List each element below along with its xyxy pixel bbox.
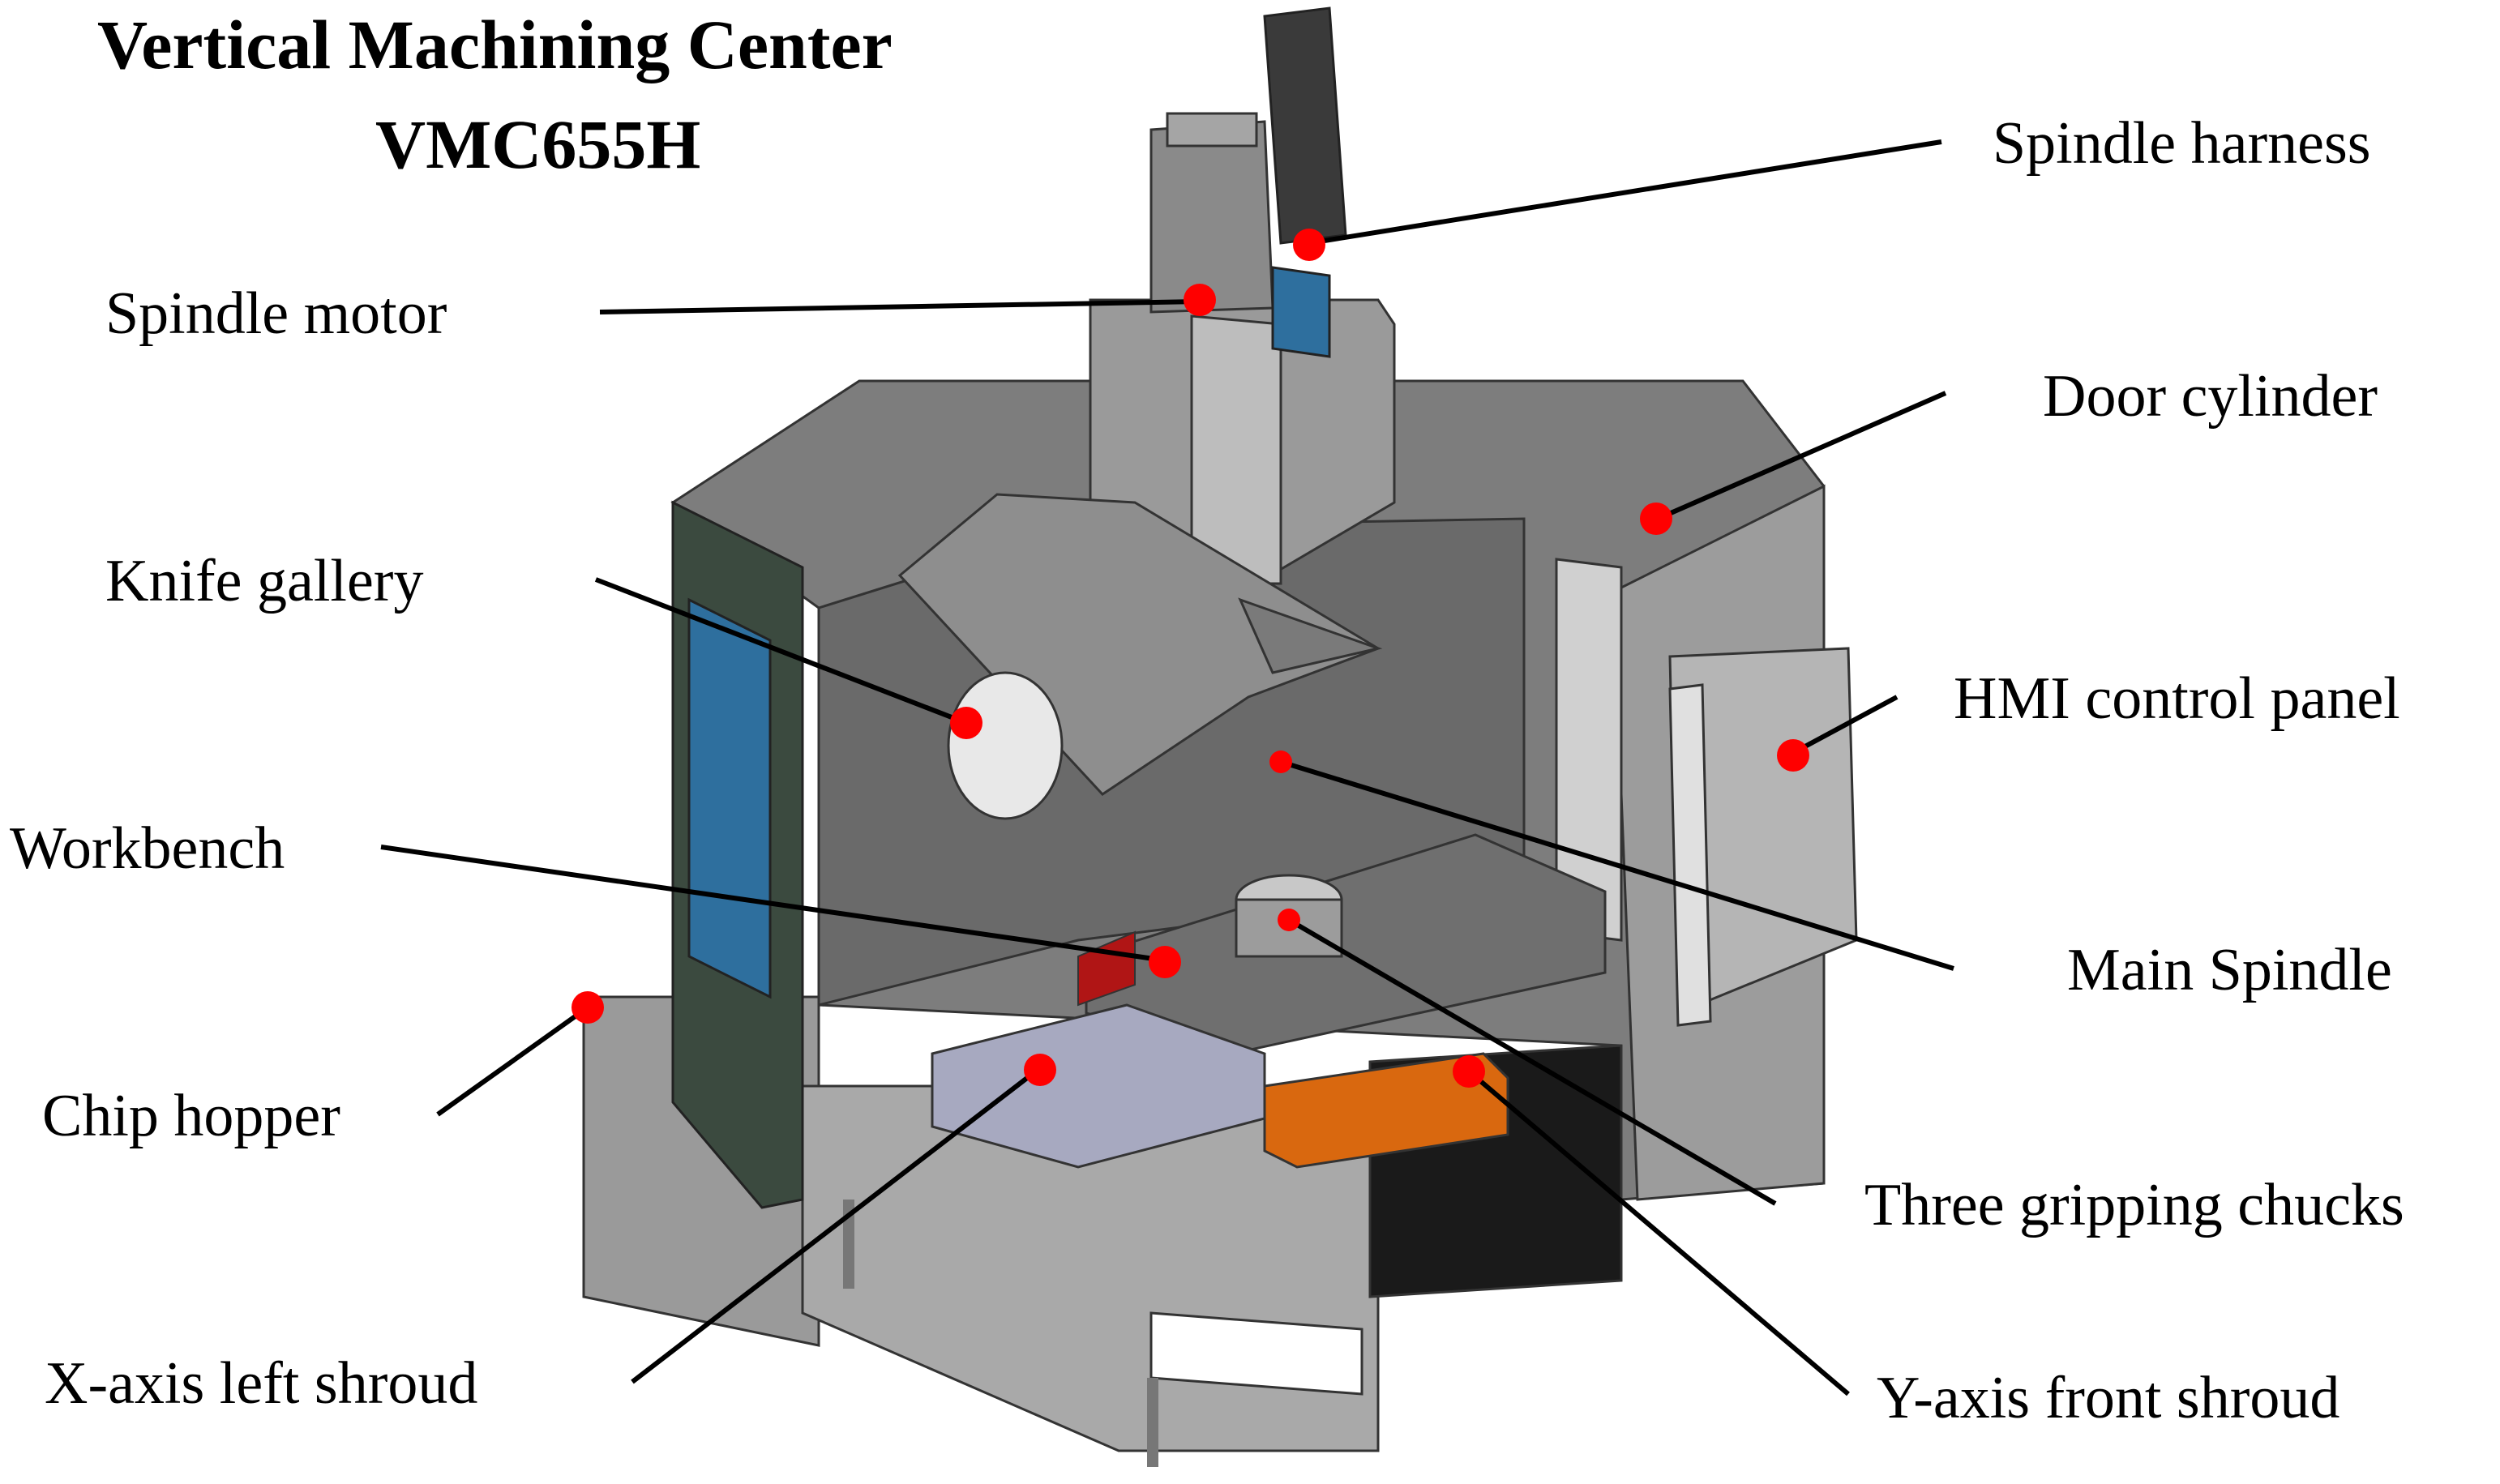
marker-three-gripping-chucks xyxy=(1278,909,1300,931)
title-line-2: VMC655H xyxy=(375,105,701,183)
leader-y-axis-front-shroud xyxy=(1466,1067,1850,1396)
leader-workbench xyxy=(380,845,1166,963)
title-line-1: Vertical Machining Center xyxy=(97,6,893,83)
marker-main-spindle xyxy=(1269,751,1292,773)
label-spindle-motor: Spindle motor xyxy=(105,280,447,347)
leader-main-spindle xyxy=(1280,759,1954,971)
leader-knife-gallery xyxy=(594,577,968,725)
marker-spindle-harness xyxy=(1293,229,1325,261)
label-x-axis-left-shroud: X-axis left shroud xyxy=(45,1350,478,1417)
marker-x-axis-left-shroud xyxy=(1024,1054,1056,1086)
leader-three-gripping-chucks xyxy=(1287,917,1777,1206)
marker-door-cylinder xyxy=(1640,503,1672,535)
leader-spindle-harness xyxy=(1308,139,1942,246)
label-door-cylinder: Door cylinder xyxy=(2043,363,2378,430)
leader-chip-hopper xyxy=(436,1005,589,1117)
label-three-gripping-chucks: Three gripping chucks xyxy=(1864,1172,2404,1238)
label-y-axis-front-shroud: Y-axis front shroud xyxy=(1877,1365,2340,1431)
leader-door-cylinder xyxy=(1656,391,1947,521)
leader-spindle-motor xyxy=(599,299,1201,314)
label-main-spindle: Main Spindle xyxy=(2067,937,2392,1003)
marker-chip-hopper xyxy=(571,991,604,1024)
marker-spindle-motor xyxy=(1184,284,1216,316)
marker-hmi-control-panel xyxy=(1777,739,1809,772)
label-knife-gallery: Knife gallery xyxy=(105,548,424,614)
marker-knife-gallery xyxy=(950,707,982,739)
marker-workbench xyxy=(1149,946,1181,978)
label-hmi-control-panel: HMI control panel xyxy=(1954,665,2400,732)
leader-x-axis-left-shroud xyxy=(631,1067,1039,1384)
label-chip-hopper: Chip hopper xyxy=(42,1083,340,1149)
label-spindle-harness: Spindle harness xyxy=(1993,110,2371,177)
marker-y-axis-front-shroud xyxy=(1453,1055,1485,1088)
label-workbench: Workbench xyxy=(10,815,285,882)
leader-hmi-control-panel xyxy=(1790,695,1899,756)
